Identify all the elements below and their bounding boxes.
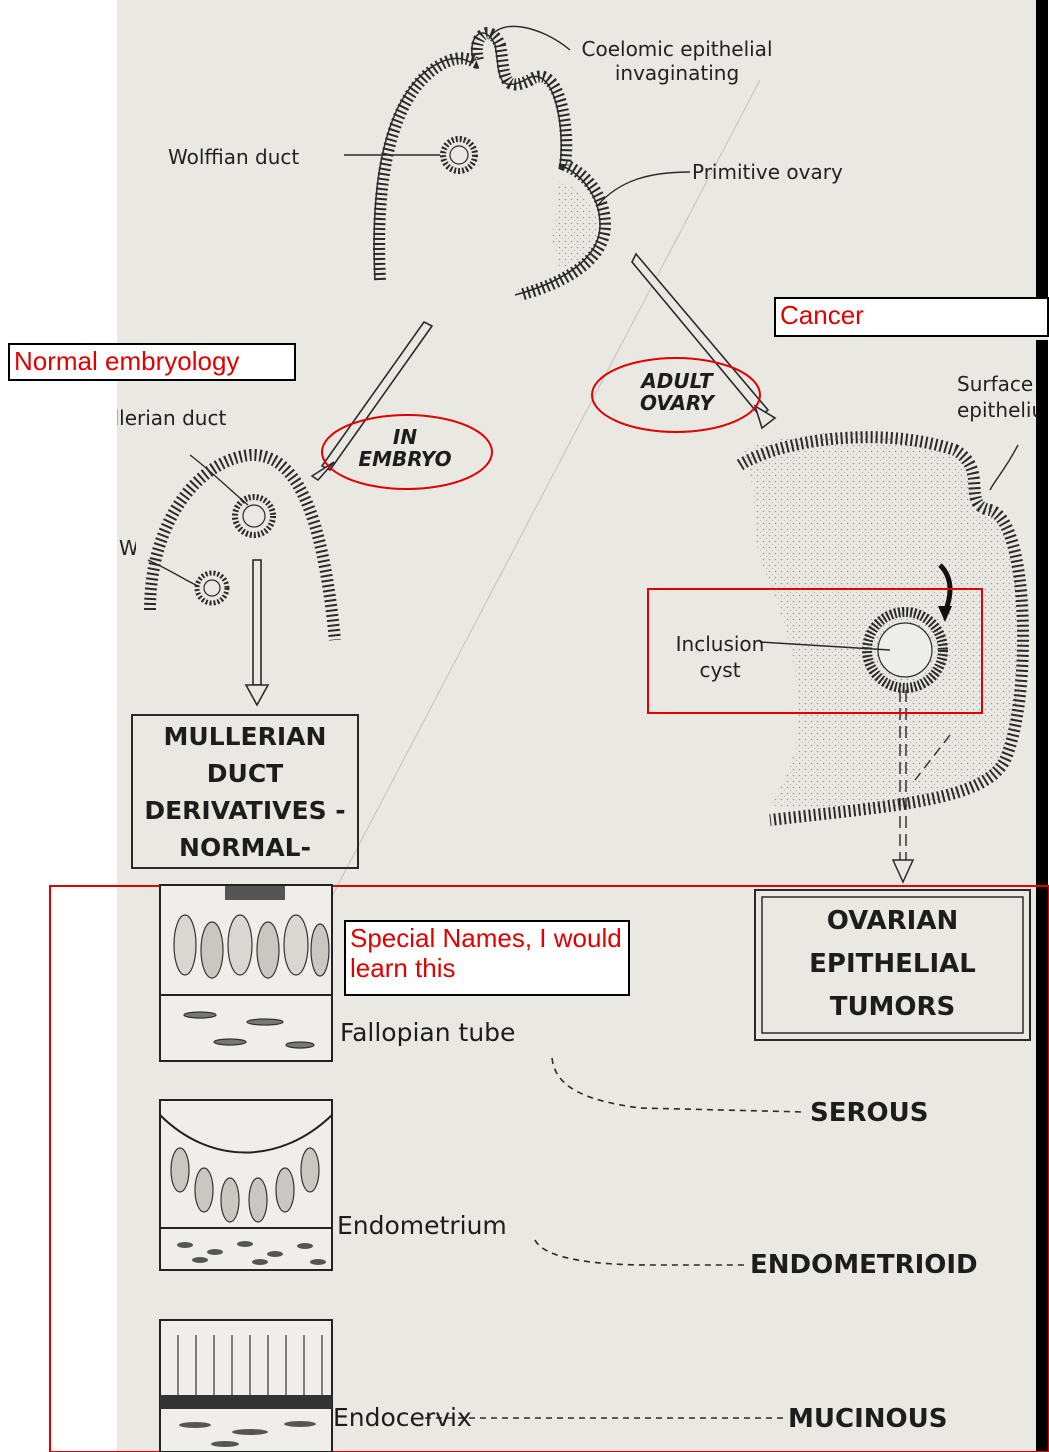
embryo-drawing	[150, 455, 335, 640]
cancer-annotation: Cancer	[774, 297, 1049, 337]
background-crease	[330, 80, 760, 900]
endometrium-panel	[160, 1100, 332, 1270]
surface-epithelium-label: Surface epithelium	[957, 371, 1037, 425]
mullerian-derivatives-box-label: MULLERIAN DUCT DERIVATIVES -NORMAL-	[138, 718, 352, 866]
ovarian-tumors-box-label: OVARIAN EPITHELIAL TUMORS	[770, 900, 1015, 1029]
tumor-type-label: SEROUS	[810, 1098, 928, 1128]
in-embryo-label: IN EMBRYO	[345, 426, 465, 470]
primitive-ovary-drawing	[374, 33, 605, 295]
special-names-annotation: Special Names, I would learn this	[344, 920, 630, 996]
adult-ovary-label: ADULT OVARY	[618, 370, 736, 414]
inclusion-cyst-label: Inclusion cyst	[668, 631, 772, 683]
adult-ovary-drawing	[740, 433, 1023, 883]
tissue-label: Fallopian tube	[340, 1018, 515, 1047]
coelomic-label: Coelomic epithelial invaginating	[572, 37, 782, 85]
primitive-ovary-label: Primitive ovary	[692, 161, 843, 183]
wolffian-duct-label: Wolffian duct	[168, 146, 299, 168]
w-label: W	[119, 537, 136, 559]
tumor-type-label: MUCINOUS	[788, 1404, 947, 1434]
fallopian-tube-panel	[160, 885, 332, 1061]
tissue-label: Endocervix	[333, 1403, 472, 1432]
normal-embryology-annotation: Normal embryology	[8, 343, 296, 381]
tumor-type-label: ENDOMETRIOID	[750, 1250, 978, 1280]
endocervix-panel	[160, 1320, 332, 1452]
tissue-label: Endometrium	[337, 1211, 507, 1240]
